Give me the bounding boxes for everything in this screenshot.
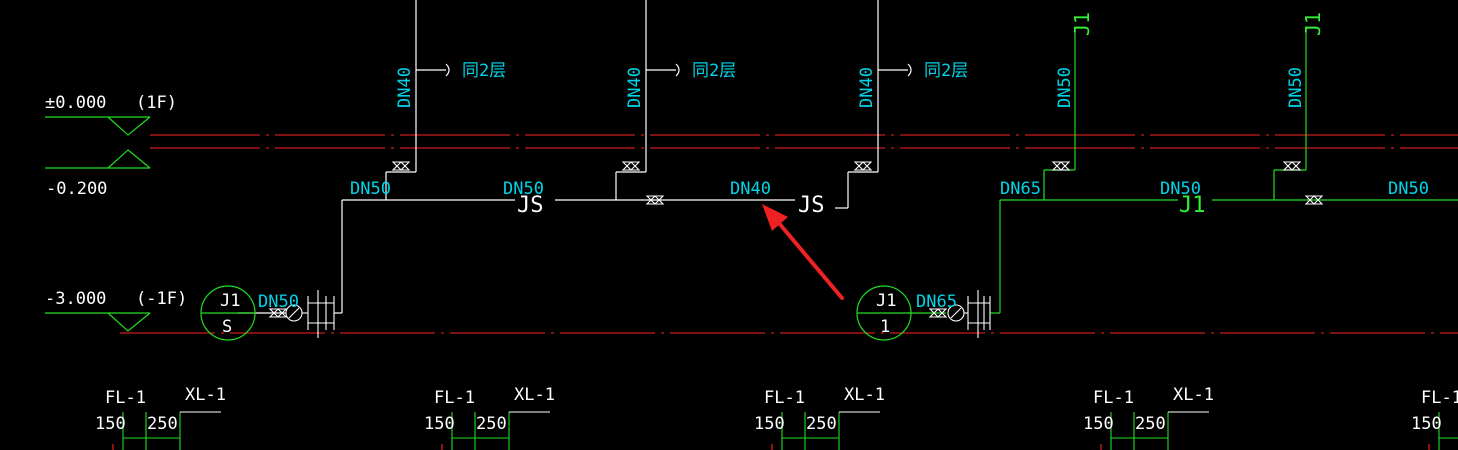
pipe-break-icon	[907, 63, 912, 77]
entry-marker-right: J1 1 DN65	[856, 285, 957, 341]
dim-250-label: 250	[147, 414, 178, 434]
riser-size-label-2: DN40	[625, 67, 645, 108]
pipe-size-dn50-d: DN50	[1388, 179, 1429, 199]
pipe-size-dn50-a: DN50	[350, 179, 391, 199]
dim-250-label: 250	[1135, 414, 1166, 434]
entry-left-top: J1	[220, 291, 240, 311]
pipe-size-dn50-c: DN50	[1160, 179, 1201, 199]
ground-elevation-label: ±0.000	[45, 93, 106, 113]
white-valves	[268, 161, 873, 318]
elevation-marker-ground: ±0.000 (1F) -0.200	[45, 93, 177, 199]
entry-right-size: DN65	[916, 292, 957, 312]
js-break-label-2: JS	[798, 193, 825, 218]
green-valves	[928, 161, 1324, 318]
dim-250-label: 250	[476, 414, 507, 434]
dim-150-label: 150	[1083, 414, 1114, 434]
white-pipe-system	[238, 0, 908, 314]
pipe-size-dn40: DN40	[730, 179, 771, 199]
water-meter-right	[947, 290, 991, 338]
axis-xl-label: XL-1	[185, 385, 226, 405]
axis-fl-label: FL-1	[764, 388, 805, 408]
axis-group	[1428, 412, 1458, 450]
same-floor-note-3: 同2层	[924, 61, 968, 81]
ground-floor-label: (1F)	[136, 93, 177, 113]
riser-top-label-j1-a: J1	[1070, 12, 1094, 36]
axis-xl-label: XL-1	[844, 385, 885, 405]
axis-fl-label: FL-1	[1421, 388, 1458, 408]
entry-left-size: DN50	[258, 292, 299, 312]
ground-offset-label: -0.200	[46, 179, 107, 199]
dim-150-label: 150	[424, 414, 455, 434]
axis-group	[112, 411, 221, 450]
same-floor-note-1: 同2层	[462, 61, 506, 81]
axis-xl-label: XL-1	[514, 385, 555, 405]
basement-floor-label: (-1F)	[136, 289, 187, 309]
axis-group	[441, 411, 550, 450]
riser-top-label-j1-b: J1	[1301, 12, 1325, 36]
elevation-marker-basement: -3.000 (-1F)	[45, 289, 187, 332]
pipe-break-icon	[675, 63, 680, 77]
water-meter-left	[285, 290, 335, 338]
j1-break-label: J1	[1179, 193, 1206, 218]
pipe-size-dn50-b: DN50	[503, 179, 544, 199]
annotation-arrow	[762, 204, 844, 300]
riser-size-label-5: DN50	[1286, 67, 1306, 108]
pipe-size-dn65: DN65	[1000, 179, 1041, 199]
axis-xl-label: XL-1	[1173, 385, 1214, 405]
same-floor-note-2: 同2层	[692, 61, 736, 81]
riser-size-label-1: DN40	[395, 67, 415, 108]
dim-150-label: 150	[1411, 414, 1442, 434]
dim-150-label: 150	[95, 414, 126, 434]
axis-fl-label: FL-1	[1093, 388, 1134, 408]
floor-slab-lines	[120, 134, 1458, 334]
basement-elevation-label: -3.000	[45, 289, 106, 309]
axis-fl-label: FL-1	[434, 388, 475, 408]
green-pipe-system	[908, 30, 1458, 314]
axis-group	[771, 411, 880, 450]
axis-group	[1100, 411, 1209, 450]
axis-fl-label: FL-1	[105, 388, 146, 408]
entry-marker-left: J1 S DN50	[200, 285, 299, 341]
dim-150-label: 150	[754, 414, 785, 434]
riser-labels-white: DN40 DN40 DN40 同2层 同2层 同2层	[395, 61, 968, 108]
entry-right-top: J1	[876, 291, 896, 311]
js-break-label-1: JS	[517, 193, 544, 218]
riser-size-label-4: DN50	[1055, 67, 1075, 108]
pipe-break-icon	[445, 63, 450, 77]
entry-right-bottom: 1	[880, 317, 890, 337]
dim-250-label: 250	[806, 414, 837, 434]
riser-size-label-3: DN40	[857, 67, 877, 108]
entry-left-bottom: S	[222, 317, 232, 337]
